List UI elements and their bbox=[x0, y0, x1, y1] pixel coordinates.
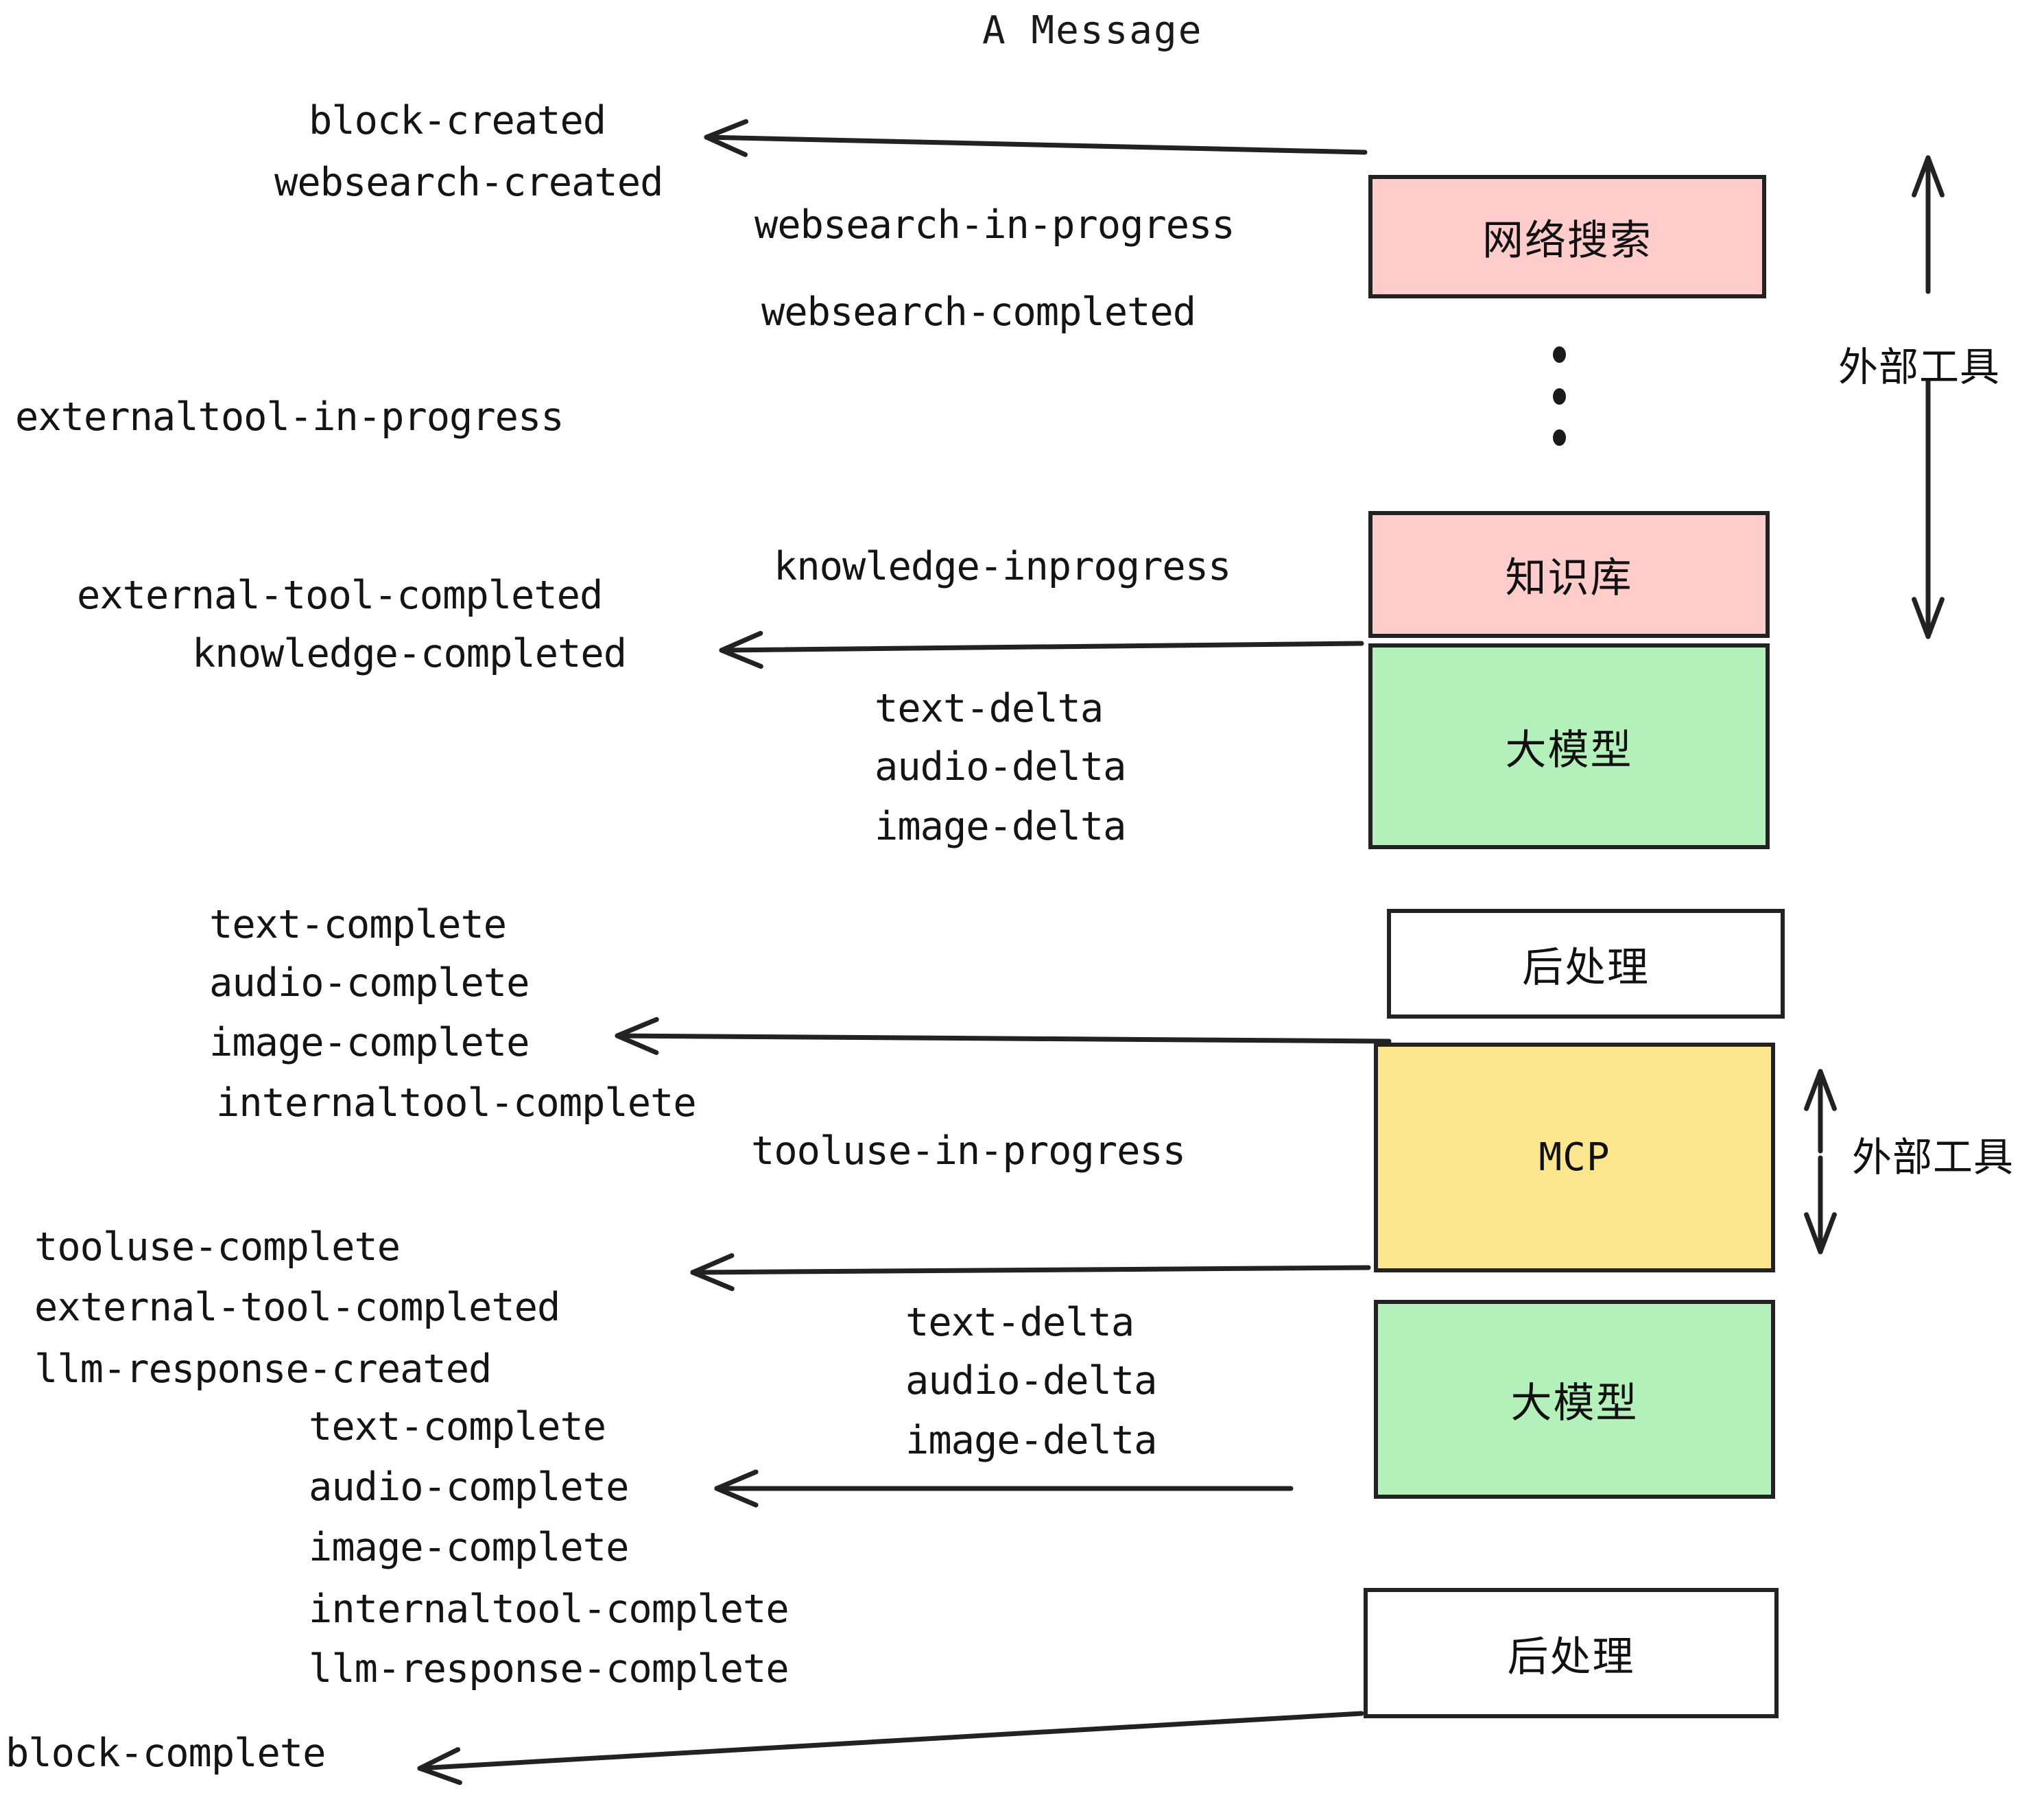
event-label-external-tool-completed-2: external-tool-completed bbox=[34, 1285, 560, 1330]
event-label-knowledge-inprogress: knowledge-inprogress bbox=[774, 544, 1231, 589]
event-label-audio-complete-1: audio-complete bbox=[209, 960, 530, 1006]
arrow-shaft-arrow-image-complete bbox=[615, 1033, 1392, 1044]
node-mcp: MCP bbox=[1374, 1043, 1775, 1272]
event-label-external-tool-completed-1: external-tool-completed bbox=[77, 573, 603, 618]
arrow-block-complete-head bbox=[417, 1747, 462, 1785]
event-label-websearch-completed: websearch-completed bbox=[761, 289, 1196, 335]
ext-tools-up-2-head bbox=[1804, 1069, 1837, 1111]
arrow-shaft-arrow-tooluse-complete bbox=[690, 1265, 1371, 1275]
event-label-text-delta-2: text-delta bbox=[905, 1300, 1134, 1345]
event-label-image-delta-2: image-delta bbox=[905, 1418, 1157, 1463]
event-label-llm-response-created: llm-response-created bbox=[34, 1346, 492, 1392]
node-llm-lower: 大模型 bbox=[1374, 1300, 1775, 1499]
event-label-text-delta-1: text-delta bbox=[875, 686, 1104, 731]
event-label-tooluse-complete: tooluse-complete bbox=[34, 1224, 401, 1270]
arrow-shaft-arrow-block-created bbox=[704, 134, 1368, 155]
event-label-image-complete-2: image-complete bbox=[309, 1525, 629, 1570]
arrow-block-created-head bbox=[704, 119, 749, 157]
event-label-audio-complete-2: audio-complete bbox=[309, 1464, 629, 1510]
event-label-audio-delta-1: audio-delta bbox=[875, 744, 1126, 790]
event-label-llm-response-complete: llm-response-complete bbox=[309, 1646, 789, 1692]
arrow-image-complete-head bbox=[615, 1017, 659, 1056]
event-label-block-complete: block-complete bbox=[5, 1731, 326, 1776]
event-label-internaltool-complete-1: internaltool-complete bbox=[216, 1080, 697, 1126]
arrow-shaft-arrow-knowledge-completed bbox=[719, 641, 1364, 653]
ext-tools-up-1-head bbox=[1912, 155, 1945, 198]
arrow-knowledge-completed-head bbox=[719, 630, 763, 669]
side-label-external-tools-upper: 外部工具 bbox=[1838, 344, 2001, 390]
event-label-internaltool-complete-2: internaltool-complete bbox=[309, 1587, 789, 1632]
arrow-tooluse-complete-head bbox=[690, 1253, 735, 1292]
side-label-external-tools-lower: 外部工具 bbox=[1852, 1134, 2015, 1180]
event-label-externaltool-in-progress: externaltool-in-progress bbox=[15, 394, 565, 440]
node-knowledge-base: 知识库 bbox=[1368, 511, 1770, 638]
node-postprocess-upper: 后处理 bbox=[1387, 909, 1785, 1019]
arrow-audio-complete-head bbox=[714, 1469, 759, 1508]
vertical-ellipsis bbox=[1552, 346, 1567, 446]
event-label-block-created: block-created bbox=[309, 98, 606, 143]
arrow-shaft-arrow-block-complete bbox=[417, 1711, 1364, 1771]
event-label-text-complete-2: text-complete bbox=[309, 1404, 606, 1449]
ellipsis-dot bbox=[1552, 388, 1566, 405]
event-label-text-complete-1: text-complete bbox=[209, 902, 507, 947]
node-postprocess-lower: 后处理 bbox=[1364, 1588, 1779, 1718]
event-label-image-complete-1: image-complete bbox=[209, 1020, 530, 1065]
ext-tools-down-2-head bbox=[1804, 1212, 1837, 1255]
ellipsis-dot bbox=[1552, 429, 1566, 446]
node-llm-upper: 大模型 bbox=[1368, 643, 1770, 849]
event-label-audio-delta-2: audio-delta bbox=[905, 1358, 1157, 1403]
event-label-image-delta-1: image-delta bbox=[875, 804, 1126, 849]
event-label-knowledge-completed: knowledge-completed bbox=[192, 631, 627, 676]
node-websearch: 网络搜索 bbox=[1368, 175, 1766, 298]
event-label-websearch-in-progress: websearch-in-progress bbox=[754, 202, 1235, 248]
ellipsis-dot bbox=[1552, 346, 1566, 363]
event-label-tooluse-in-progress: tooluse-in-progress bbox=[751, 1128, 1186, 1174]
ext-tools-down-1-head bbox=[1912, 597, 1945, 639]
event-label-websearch-created: websearch-created bbox=[274, 160, 663, 205]
diagram-title: A Message bbox=[982, 8, 1203, 53]
